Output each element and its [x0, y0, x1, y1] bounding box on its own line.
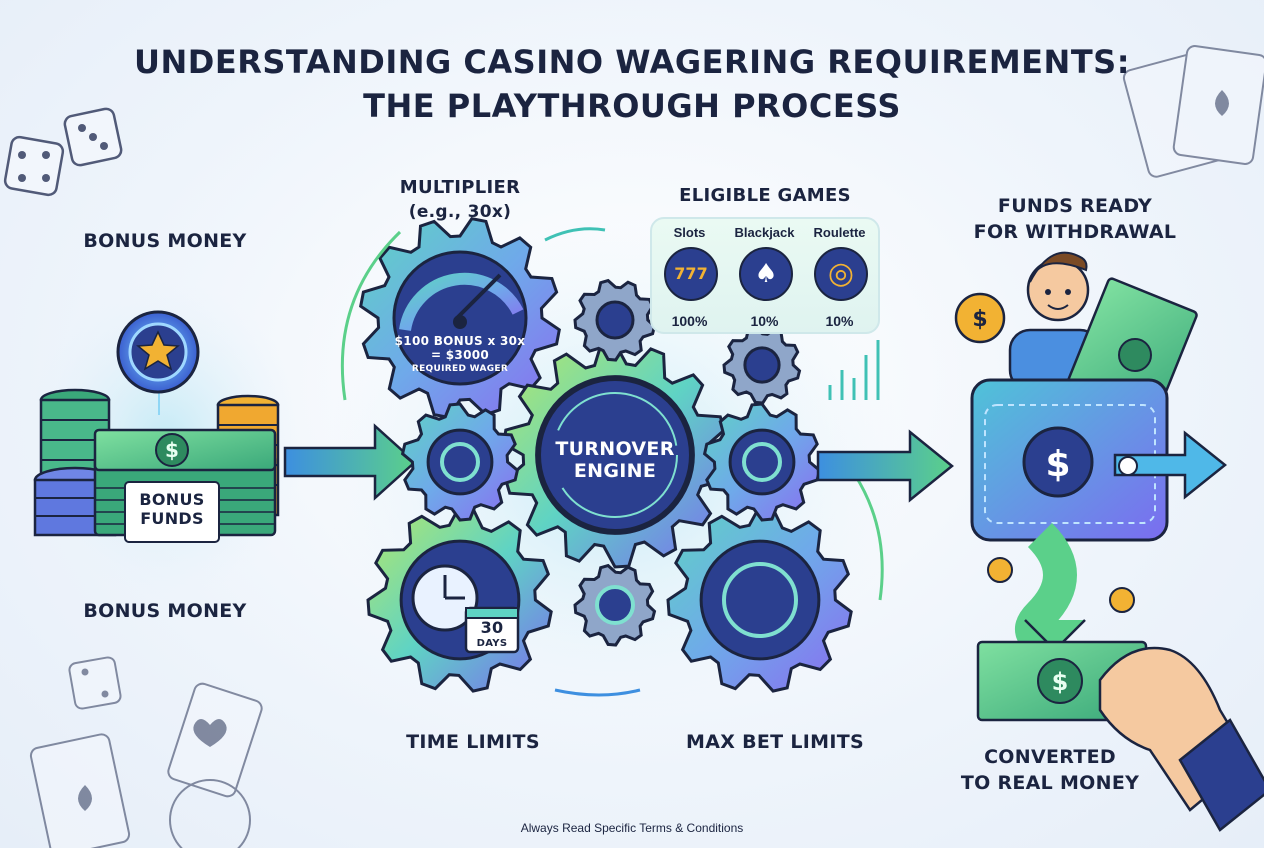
svg-text:$: $: [165, 438, 179, 462]
converted-line-2: TO REAL MONEY: [960, 772, 1140, 794]
svg-text:$: $: [1045, 444, 1070, 485]
clock-icon: [411, 564, 479, 632]
game-name: Slots: [673, 225, 706, 240]
bonus-funds-line-1: BONUS: [139, 490, 205, 509]
game-contribution: 10%: [825, 313, 854, 329]
chip-ring: [722, 562, 798, 638]
small-gear-left: [400, 402, 520, 522]
calendar-days: 30 DAYS: [466, 620, 518, 652]
dice-icon: [3, 107, 123, 197]
bonus-bill-stack: $: [93, 428, 277, 543]
page-title: UNDERSTANDING CASINO WAGERING REQUIREMEN…: [60, 40, 1204, 128]
roulette-wheel-icon: ◎: [814, 247, 868, 301]
multiplier-label: MULTIPLIER (e.g., 30x): [370, 176, 550, 224]
playing-cards-decor-icon: [1122, 45, 1264, 178]
converted-label: CONVERTED TO REAL MONEY: [930, 744, 1170, 796]
bonus-funds-line-2: FUNDS: [140, 509, 204, 528]
max-bet-gear: [666, 506, 853, 693]
funds-ready-line-1: FUNDS READY: [997, 195, 1153, 217]
svg-text:$: $: [1052, 668, 1069, 696]
gauge-line-3: REQUIRED WAGER: [411, 364, 509, 374]
game-contribution: 10%: [750, 313, 779, 329]
gold-coin-icon: $: [954, 292, 1006, 344]
hand-icon: [1098, 646, 1264, 832]
funds-ready-line-2: FOR WITHDRAWAL: [973, 221, 1177, 243]
bonus-money-top-label: BONUS MONEY: [83, 230, 247, 252]
engine-line-2: ENGINE: [573, 460, 657, 482]
engine-line-1: TURNOVER: [555, 438, 675, 460]
title-line-2: THE PLAYTHROUGH PROCESS: [363, 87, 901, 125]
calendar-unit: DAYS: [476, 638, 508, 649]
cycle-arrow-bottom: [554, 688, 641, 697]
slot-machine-icon: 777: [664, 247, 718, 301]
multiplier-formula: $100 BONUS x 30x = $3000 REQUIRED WAGER: [385, 334, 535, 376]
calendar-icon: [464, 606, 520, 654]
gauge-line-2: = $3000: [430, 348, 490, 362]
cycle-arrow-right: [853, 474, 884, 601]
small-gear-right: [702, 402, 822, 522]
svg-text:$: $: [972, 307, 987, 332]
multiplier-label-line-1: MULTIPLIER: [399, 177, 521, 198]
wallet-icon: $: [970, 378, 1228, 542]
gauge-line-1: $100 BONUS x 30x: [394, 334, 526, 348]
small-gear-top: [573, 278, 657, 362]
bar-chart-icon: [828, 340, 880, 400]
converted-line-1: CONVERTED: [984, 746, 1116, 768]
game-name: Blackjack: [734, 225, 795, 240]
bonus-money-bottom-label: BONUS MONEY: [83, 600, 247, 622]
turnover-engine: [537, 377, 693, 533]
cycle-arrow-top: [544, 227, 606, 242]
game-contribution: 100%: [671, 313, 708, 329]
chip-ring: [440, 442, 480, 482]
star-chip-icon: [116, 310, 200, 415]
flow-arrow-left: [283, 423, 417, 501]
money-flow-icon: [987, 522, 1135, 662]
chip-ring: [595, 585, 635, 625]
game-name: Roulette: [813, 225, 866, 240]
calendar-number: 30: [480, 618, 504, 637]
title-line-1: UNDERSTANDING CASINO WAGERING REQUIREMEN…: [134, 43, 1130, 81]
time-limits-label: TIME LIMITS: [406, 731, 540, 753]
playing-cards-icon: ♠: [739, 247, 793, 301]
multiplier-gauge: [399, 272, 524, 332]
funds-ready-label: FUNDS READY FOR WITHDRAWAL: [945, 193, 1205, 245]
flow-arrow-right: [816, 429, 954, 503]
eligible-games-label: ELIGIBLE GAMES: [679, 185, 851, 206]
casino-decor-bottom-left-icon: [29, 656, 263, 848]
max-bet-limits-label: MAX BET LIMITS: [686, 731, 864, 753]
chip-ring: [742, 442, 782, 482]
multiplier-label-line-2: (e.g., 30x): [408, 202, 512, 222]
bonus-funds-label: BONUS FUNDS: [125, 490, 219, 528]
turnover-engine-label: TURNOVER ENGINE: [540, 438, 690, 482]
terms-footer: Always Read Specific Terms & Conditions: [520, 821, 744, 835]
eligible-games-card: Slots 777 100% Blackjack ♠ 10% Roulette ◎ 10%: [650, 217, 880, 334]
cycle-arrow-top-left: [340, 230, 402, 401]
